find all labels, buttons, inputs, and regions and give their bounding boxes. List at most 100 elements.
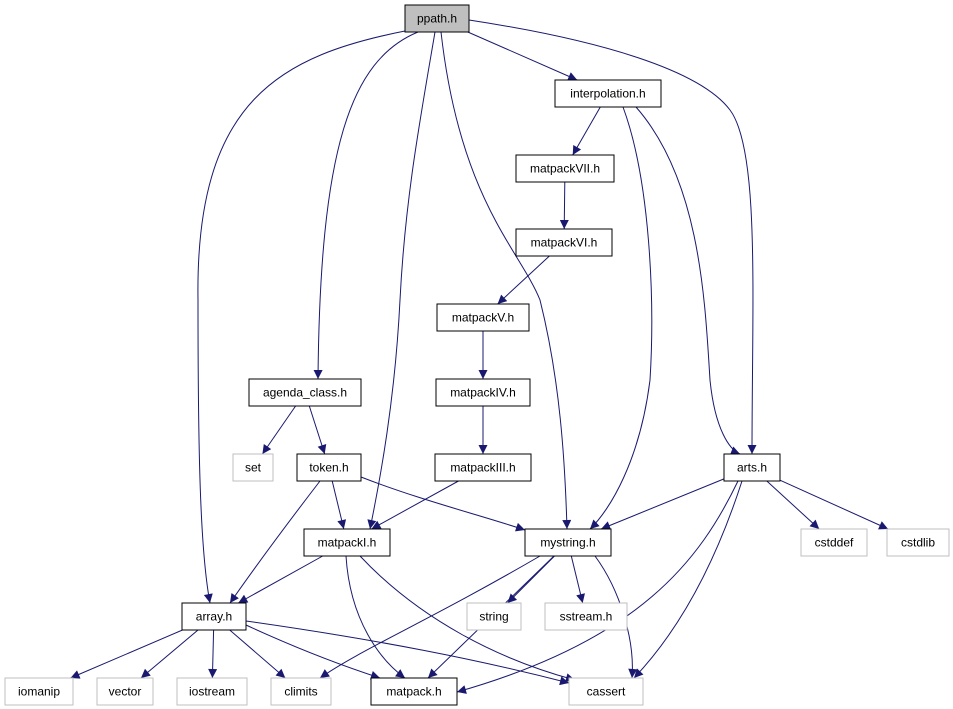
node-box	[515, 154, 615, 183]
node-matpackV[interactable]: matpackV.h	[436, 303, 530, 332]
node-token[interactable]: token.h	[296, 453, 362, 482]
node-label: mystring.h	[540, 536, 595, 550]
edges-layer	[70, 19, 889, 694]
node-label: climits	[284, 685, 317, 699]
node-matpack[interactable]: matpack.h	[370, 677, 458, 706]
node-label: matpackV.h	[452, 311, 514, 325]
edge-mystring-to-sstream	[570, 555, 585, 604]
node-box	[96, 677, 154, 706]
node-label: cassert	[587, 685, 626, 699]
node-label: agenda_class.h	[263, 386, 347, 400]
edge-arts-to-matpack	[456, 480, 739, 694]
node-box	[248, 378, 362, 407]
edge-token-to-matpackI	[331, 480, 347, 530]
node-vector: vector	[96, 677, 154, 706]
edge-ppath-to-interpolation	[467, 31, 578, 81]
node-label: matpackIII.h	[450, 461, 515, 475]
node-box	[466, 602, 522, 631]
node-box	[296, 453, 362, 482]
node-interpolation[interactable]: interpolation.h	[554, 79, 662, 108]
node-arts[interactable]: arts.h	[723, 453, 781, 482]
node-agenda-class[interactable]: agenda_class.h	[248, 378, 362, 407]
node-label: matpackVII.h	[530, 162, 600, 176]
node-box	[886, 528, 950, 557]
edge-arts-to-cassert	[633, 480, 743, 679]
edge-token-to-array	[229, 480, 321, 604]
node-box	[436, 303, 530, 332]
edge-array-to-matpack	[245, 624, 381, 680]
edge-interpolation-to-matpackVII	[572, 106, 601, 156]
edge-array-to-iostream	[208, 629, 218, 679]
edge-matpackI-to-cassert	[359, 555, 576, 683]
node-string: string	[466, 602, 522, 631]
node-label: iostream	[189, 685, 235, 699]
edge-agenda_class-to-token	[308, 405, 327, 455]
node-set: set	[232, 453, 274, 482]
node-label: iomanip	[18, 685, 60, 699]
edge-interpolation-to-mystring	[589, 106, 653, 530]
node-box	[232, 453, 274, 482]
node-label: token.h	[309, 461, 348, 475]
node-cstdlib: cstdlib	[886, 528, 950, 557]
node-matpackIV[interactable]: matpackIV.h	[435, 378, 531, 407]
node-label: cstddef	[815, 536, 854, 550]
edge-mystring-to-climits	[319, 555, 541, 679]
edge-arts-to-cstddef	[766, 480, 820, 530]
edge-arts-to-cstdlib	[779, 479, 889, 530]
node-label: set	[245, 461, 262, 475]
node-box	[370, 677, 458, 706]
node-label: arts.h	[737, 461, 767, 475]
edge-matpackVII-to-matpackVI	[559, 181, 569, 230]
node-label: matpackI.h	[318, 536, 377, 550]
edge-array-to-iomanip	[70, 629, 183, 679]
node-array[interactable]: array.h	[181, 602, 247, 631]
node-cassert: cassert	[568, 677, 644, 706]
node-box	[435, 378, 531, 407]
node-iomanip: iomanip	[4, 677, 74, 706]
node-label: interpolation.h	[570, 87, 645, 101]
node-box	[270, 677, 332, 706]
node-cstddef: cstddef	[800, 528, 868, 557]
node-mystring[interactable]: mystring.h	[524, 528, 612, 557]
node-label: matpackVI.h	[531, 236, 598, 250]
node-label: matpack.h	[386, 685, 441, 699]
node-box	[544, 602, 628, 631]
edge-array-to-cassert	[245, 620, 570, 686]
edge-matpackVI-to-matpackV	[497, 255, 550, 305]
edge-ppath-to-arts	[468, 19, 757, 455]
node-label: matpackIV.h	[450, 386, 516, 400]
edge-token-to-mystring	[360, 476, 526, 532]
node-iostream: iostream	[176, 677, 248, 706]
node-sstream: sstream.h	[544, 602, 628, 631]
edge-matpackI-to-array	[238, 555, 323, 604]
node-ppath[interactable]: ppath.h	[404, 4, 470, 33]
node-matpackVII[interactable]: matpackVII.h	[515, 154, 615, 183]
node-label: array.h	[196, 610, 232, 624]
node-label: ppath.h	[417, 12, 457, 26]
node-label: cstdlib	[901, 536, 935, 550]
nodes-layer: ppath.h interpolation.h matpackVII.h matpac…	[4, 4, 950, 706]
node-climits: climits	[270, 677, 332, 706]
edge-array-to-climits	[229, 629, 286, 679]
node-box	[181, 602, 247, 631]
edge-matpackI-to-matpack	[345, 555, 406, 679]
node-matpackIII[interactable]: matpackIII.h	[434, 453, 532, 482]
node-label: sstream.h	[560, 610, 613, 624]
node-box	[524, 528, 612, 557]
node-matpackVI[interactable]: matpackVI.h	[515, 228, 613, 257]
node-box	[4, 677, 74, 706]
node-box	[723, 453, 781, 482]
edge-matpackIII-to-matpackI	[371, 480, 459, 530]
edge-array-to-vector	[140, 629, 199, 679]
edge-ppath-to-mystring	[440, 31, 572, 530]
node-matpackI[interactable]: matpackI.h	[303, 528, 391, 557]
node-label: string	[479, 610, 508, 624]
node-box	[800, 528, 868, 557]
edge-ppath-to-matpackI	[367, 31, 436, 530]
node-box	[434, 453, 532, 482]
node-box	[176, 677, 248, 706]
edge-ppath-to-array	[197, 29, 411, 604]
node-box	[303, 528, 391, 557]
node-box	[554, 79, 662, 108]
